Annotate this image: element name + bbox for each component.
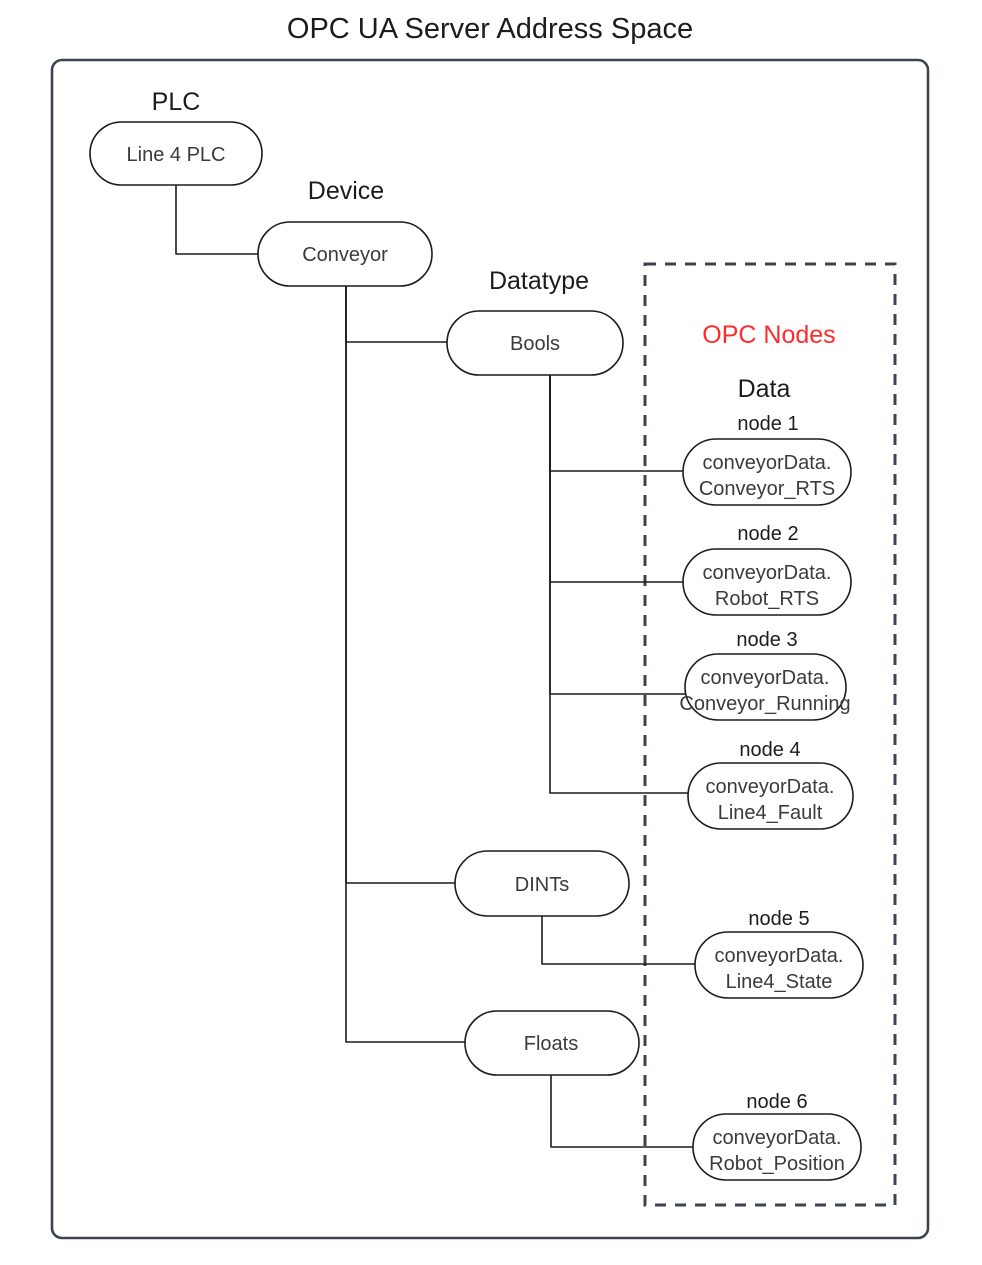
opc-node-1-shape: [682, 438, 852, 506]
opc-node-4-line2: Line4_Fault: [718, 802, 823, 824]
opc-node-2-shape: [682, 548, 852, 616]
node-box-dints[interactable]: DINTs: [454, 850, 630, 917]
opc-node-5-shape: [694, 931, 864, 999]
opc-node-1-line2: Conveyor_RTS: [699, 478, 835, 500]
page-title: OPC UA Server Address Space: [287, 13, 693, 45]
opc-node-1-line1: conveyorData.: [703, 452, 832, 474]
opc-node-4-shape: [687, 762, 854, 830]
group-label-plc: PLC: [152, 88, 201, 116]
opc-node-3-caption: node 3: [736, 629, 797, 651]
node-box-conveyor-shape: [257, 221, 433, 287]
edge-conveyor-to-bools: [345, 286, 447, 343]
edge-bools-to-node-4: [549, 375, 690, 794]
opc-node-4-line1: conveyorData.: [706, 776, 835, 798]
opc-node-4-caption: node 4: [739, 739, 800, 761]
opc-node-6-line1: conveyorData.: [713, 1127, 842, 1149]
opc-node-5-caption: node 5: [748, 908, 809, 930]
node-box-line-4-plc[interactable]: Line 4 PLC: [89, 121, 263, 186]
opc-node-4[interactable]: node 4 conveyorData. Line4_Fault: [687, 739, 854, 830]
node-box-line-4-plc-label: Line 4 PLC: [127, 144, 226, 166]
opc-node-2-caption: node 2: [737, 523, 798, 545]
opc-node-2[interactable]: node 2 conveyorData. Robot_RTS: [682, 523, 852, 616]
opc-node-3[interactable]: node 3 conveyorData. Conveyor_Running: [679, 629, 851, 721]
opc-nodes-frame: [643, 262, 897, 1207]
node-box-dints-label: DINTs: [515, 874, 569, 896]
node-box-conveyor-label: Conveyor: [302, 244, 388, 266]
node-box-dints-shape: [454, 850, 630, 917]
edge-floats-to-node-6: [550, 1075, 695, 1148]
edge-conveyor-to-dints: [345, 286, 455, 884]
edge-dints-to-node-5: [541, 916, 697, 965]
node-box-floats[interactable]: Floats: [464, 1010, 640, 1076]
opc-node-6-caption: node 6: [746, 1091, 807, 1113]
opc-node-6[interactable]: node 6 conveyorData. Robot_Position: [692, 1091, 862, 1181]
opc-node-1[interactable]: node 1 conveyorData. Conveyor_RTS: [682, 413, 852, 506]
group-label-device: Device: [308, 177, 384, 205]
opc-node-5-line2: Line4_State: [726, 971, 833, 993]
node-box-conveyor[interactable]: Conveyor: [257, 221, 433, 287]
opc-node-3-line1: conveyorData.: [701, 667, 830, 689]
node-box-bools-label: Bools: [510, 333, 560, 355]
edge-conveyor-to-floats: [345, 286, 465, 1043]
opc-node-2-line2: Robot_RTS: [715, 588, 819, 610]
edge-plc-to-conveyor: [175, 185, 258, 255]
node-box-floats-label: Floats: [524, 1033, 578, 1055]
opc-node-6-line2: Robot_Position: [709, 1153, 845, 1175]
opc-node-5-line1: conveyorData.: [715, 945, 844, 967]
opc-node-3-shape: [684, 653, 847, 721]
node-box-bools[interactable]: Bools: [446, 310, 624, 376]
opc-node-5[interactable]: node 5 conveyorData. Line4_State: [694, 908, 864, 999]
opc-node-3-line2: Conveyor_Running: [679, 693, 850, 715]
group-label-data: Data: [738, 375, 791, 403]
opc-node-1-caption: node 1: [737, 413, 798, 435]
group-label-opc-nodes: OPC Nodes: [702, 321, 835, 349]
address-space-frame: [50, 58, 930, 1240]
group-label-datatype: Datatype: [489, 267, 589, 295]
edge-bools-to-node-2: [549, 375, 685, 583]
opc-node-6-shape: [692, 1113, 862, 1181]
opc-node-2-line1: conveyorData.: [703, 562, 832, 584]
edge-bools-to-node-1: [549, 375, 685, 472]
edge-bools-to-node-3: [549, 375, 685, 695]
node-box-bools-shape: [446, 310, 624, 376]
node-box-floats-shape: [464, 1010, 640, 1076]
node-box-line-4-plc-shape: [89, 121, 263, 186]
